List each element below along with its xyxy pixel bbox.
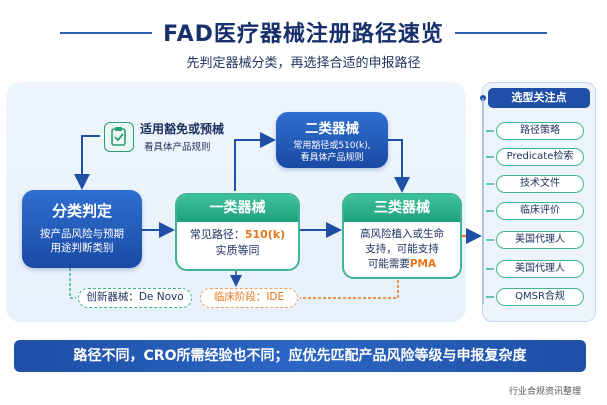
summary-banner: 路径不同，CRO所需经验也不同；应优先匹配产品风险等级与申报复杂度 xyxy=(14,340,586,372)
title-row: FAD医疗器械注册路径速览 xyxy=(0,14,607,48)
clipboard-check-icon xyxy=(104,122,134,152)
page-subtitle: 先判定器械分类，再选择合适的申报路径 xyxy=(186,56,421,71)
classification-node: 分类判定 按产品风险与预期 用途判断类别 xyxy=(22,190,142,268)
focus-item: 临床评价 xyxy=(496,202,584,220)
class3-desc-3: 可能需要PMA xyxy=(344,257,460,272)
class3-desc-2: 支持，可能支持 xyxy=(365,243,439,255)
focus-item: 技术文件 xyxy=(496,175,584,193)
focus-item: 美国代理人 xyxy=(496,260,584,278)
class3-desc-3-prefix: 可能需要 xyxy=(367,258,410,270)
focus-panel-title: 选型关注点 xyxy=(488,88,590,108)
class2-desc-1: 常用豁径或510(k), xyxy=(293,141,371,151)
classification-title: 分类判定 xyxy=(51,202,112,220)
title-rule-right xyxy=(455,32,547,34)
page-title: FAD医疗器械注册路径速览 xyxy=(163,22,444,47)
source-note: 行业合规资讯整理 xyxy=(508,387,581,397)
focus-item: 美国代理人 xyxy=(496,231,584,249)
class1-path-prefix: 常见路径： xyxy=(189,228,245,241)
focus-item: QMSR合规 xyxy=(496,288,584,306)
classification-desc-1: 按产品风险与预期 xyxy=(40,228,124,240)
class3-desc-3-highlight: PMA xyxy=(409,258,437,270)
classification-desc-2: 用途判断类别 xyxy=(50,242,114,254)
class3-node: 三类器械 高风险植入或生命 支持，可能支持 可能需要PMA xyxy=(342,193,462,279)
class1-node: 一类器械 常见路径：510(k) 实质等同 xyxy=(175,193,300,271)
focus-item: Predicate检索 xyxy=(496,148,584,166)
class1-title: 一类器械 xyxy=(177,195,298,222)
title-rule-left xyxy=(60,32,152,34)
class2-title: 二类器械 xyxy=(305,121,359,137)
class2-node: 二类器械 常用豁径或510(k), 看具体产品规则 xyxy=(276,112,388,168)
ide-pill: 临床阶段：IDE xyxy=(200,288,298,308)
de-novo-pill: 创新器械：De Novo xyxy=(78,288,192,308)
exempt-title: 适用豁免或预械 xyxy=(140,122,225,136)
class3-desc-1: 高风险植入或生命 xyxy=(360,228,444,240)
class1-path: 常见路径：510(k) xyxy=(177,227,298,243)
focus-item: 路径策略 xyxy=(496,122,584,140)
exempt-desc: 看具体产品规则 xyxy=(144,142,211,153)
class1-path-highlight: 510(k) xyxy=(244,228,286,241)
class1-line-2: 实质等同 xyxy=(215,244,260,257)
class3-title: 三类器械 xyxy=(344,195,460,222)
exempt-node: 适用豁免或预械 看具体产品规则 xyxy=(100,112,232,158)
class2-desc-2: 看具体产品规则 xyxy=(300,153,364,163)
